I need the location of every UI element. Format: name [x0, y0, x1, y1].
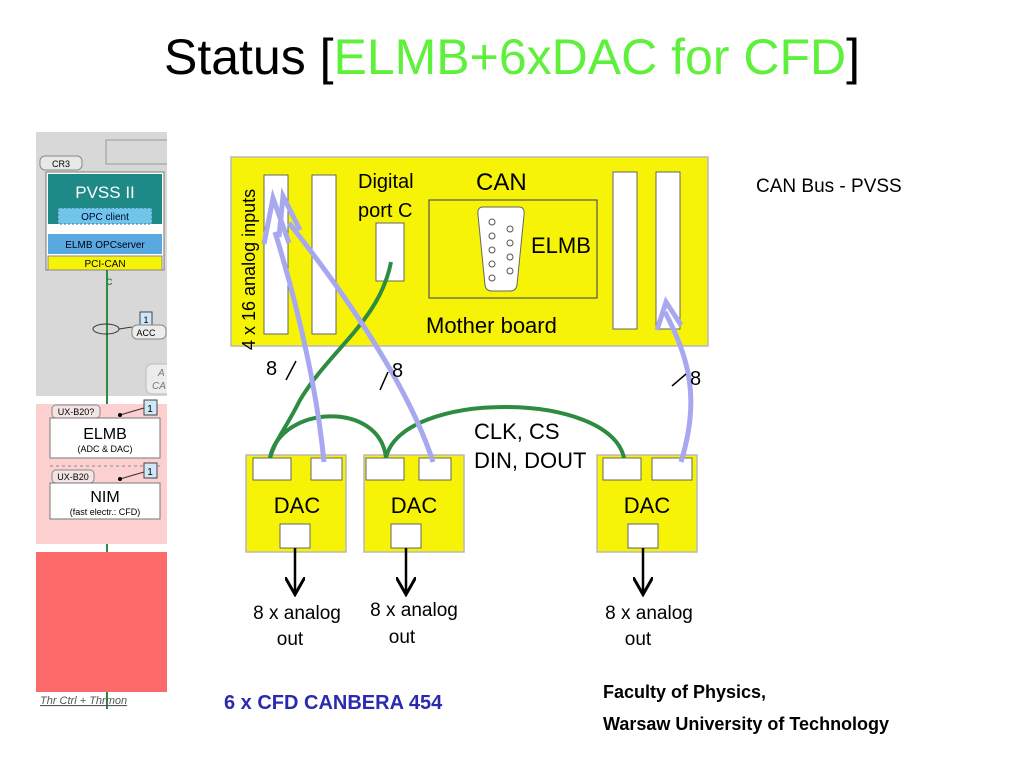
cr3-tag	[39, 155, 83, 171]
dac-label-2: DAC	[391, 493, 438, 518]
dac-connector-1	[612, 171, 638, 330]
elmb-node	[118, 413, 122, 417]
elmb-box-label: ELMB	[83, 426, 127, 443]
elmb-box	[49, 417, 161, 459]
elmb-opc-box	[48, 234, 162, 254]
c-label: C	[106, 277, 113, 287]
title-highlight: ELMB+6xDAC for CFD	[333, 29, 847, 85]
bus-arrow-2-head	[276, 187, 303, 238]
bus-width-mid: 8	[392, 360, 403, 382]
analog-inputs-label: 4 x 16 analog inputs	[239, 189, 259, 350]
cfd-note: 6 x CFD CANBERA 454	[224, 692, 443, 714]
nim-box-label: NIM	[90, 489, 119, 506]
title-prefix: Status [	[163, 29, 334, 85]
title-suffix: ]	[846, 29, 861, 85]
bus-arrow-3	[662, 310, 694, 463]
din-dout-label: DIN, DOUT	[474, 448, 586, 473]
uxb20-label: UX-B20	[57, 472, 89, 482]
mother-board-label: Mother board	[426, 313, 557, 338]
faculty-line-2: Warsaw University of Technology	[603, 714, 890, 734]
out-label-2b: out	[389, 627, 416, 648]
out-label-2a: 8 x analog	[370, 600, 458, 621]
out-label-1a: 8 x analog	[253, 603, 341, 624]
bus-arrow-1-head	[261, 188, 292, 245]
opc-client-box	[57, 207, 153, 225]
acc-num: 1	[143, 315, 148, 325]
elmb-module-outline	[428, 199, 598, 299]
uxb20q-label: UX-B20?	[58, 407, 95, 417]
out-label-3a: 8 x analog	[605, 603, 693, 624]
red-zone	[36, 552, 167, 692]
bus-arrow-1	[272, 231, 327, 463]
pvss-label: PVSS II	[75, 183, 135, 202]
clk-cs-label: CLK, CS	[474, 419, 560, 444]
partial-a: A	[157, 368, 165, 379]
pci-can-box	[47, 255, 163, 271]
bus-width-right: 8	[690, 368, 701, 390]
dac-label-3: DAC	[624, 493, 671, 518]
can-bus-note: CAN Bus - PVSS	[756, 176, 902, 197]
bottom-text: Thr Ctrl + Thrmon	[40, 695, 127, 707]
elmb-num: 1	[147, 404, 153, 415]
nim-num-box	[143, 462, 158, 479]
digital-label-2: port C	[358, 200, 412, 222]
db9-connector-icon	[477, 206, 525, 292]
daisy-wire-2	[384, 405, 626, 459]
elmb-num-box	[143, 399, 158, 416]
nim-node	[118, 477, 122, 481]
faculty-line-1: Faculty of Physics,	[603, 682, 767, 702]
nim-link	[119, 471, 145, 480]
digital-label-1: Digital	[358, 171, 414, 193]
partial-ca: CA	[152, 381, 166, 392]
bus-arrow-3-head	[654, 296, 684, 331]
out-label-1b: out	[277, 629, 304, 650]
elmb-label: ELMB	[531, 233, 591, 258]
nim-num: 1	[147, 467, 153, 478]
elmb-link	[119, 407, 145, 416]
can-label: CAN	[476, 169, 527, 196]
nim-box-sub: (fast electr.: CFD)	[70, 507, 141, 517]
bus-width-left: 8	[266, 358, 277, 380]
top-frame	[105, 139, 167, 165]
acc-tag	[131, 324, 167, 340]
acc-label: ACC	[136, 328, 156, 338]
nim-box	[49, 482, 161, 520]
out-label-3b: out	[625, 629, 652, 650]
dac-label-1: DAC	[274, 493, 321, 518]
bus-arrow-2	[287, 221, 436, 463]
elmb-box-sub: (ADC & DAC)	[77, 444, 132, 454]
faculty-credit: Faculty of Physics, Warsaw University of…	[603, 676, 889, 740]
opc-client-label: OPC client	[81, 212, 129, 223]
pci-can-label: PCI-CAN	[84, 259, 125, 270]
elmb-opc-label: ELMB OPCserver	[65, 240, 145, 251]
system-overview-panel: CR3 PVSS II OPC client ELMB OPCserver PC…	[36, 132, 167, 709]
coupler-link	[118, 326, 133, 330]
page-title: Status [ELMB+6xDAC for CFD]	[0, 32, 1024, 82]
partial-box	[145, 363, 167, 395]
daisy-wire-1	[268, 414, 388, 459]
cr3-label: CR3	[52, 159, 70, 169]
